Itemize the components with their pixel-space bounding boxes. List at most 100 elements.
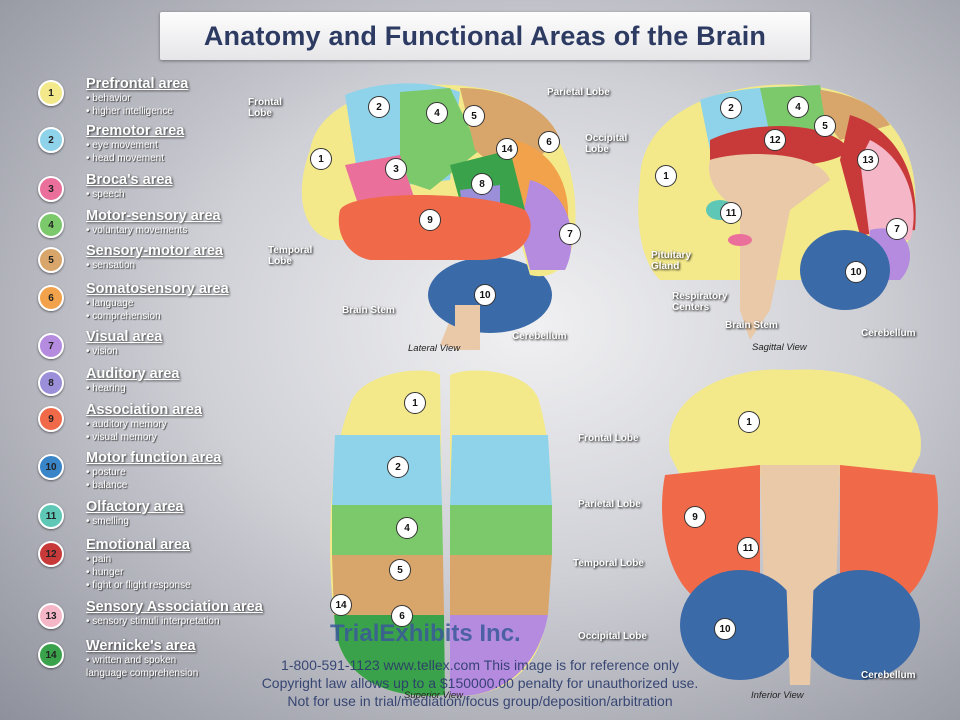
legend-item: 5 Sensory-motor area• sensation: [38, 243, 223, 273]
legend-function: • sensation: [86, 260, 136, 271]
legend-item: 3 Broca's area• speech: [38, 172, 172, 202]
marker-7: 7: [559, 223, 581, 245]
marker-2: 2: [368, 96, 390, 118]
label-sag-brain-stem: Brain Stem: [725, 320, 778, 331]
legend-function: • speech: [86, 189, 125, 200]
label-frontal-lobe: Frontal Lobe: [248, 97, 282, 119]
legend-function: • written and spoken: [86, 655, 177, 666]
legend-function: • fight or flight response: [86, 580, 191, 591]
legend-function: • visual memory: [86, 432, 157, 443]
label-sag-cerebellum: Cerebellum: [861, 328, 916, 339]
legend-area-name: Prefrontal area: [86, 76, 189, 92]
inferior-view: 1 9 10 11 Cerebellum Inferior View: [650, 365, 950, 705]
sagittal-brain-illustration: [638, 84, 916, 340]
legend-function: • hearing: [86, 383, 126, 394]
legend-function: • higher intelligence: [86, 106, 173, 117]
legend-number-badge: 4: [38, 212, 64, 238]
legend-number-badge: 12: [38, 541, 64, 567]
legend-area-name: Olfactory area: [86, 499, 184, 515]
legend-number-badge: 8: [38, 370, 64, 396]
marker-10: 10: [474, 284, 496, 306]
marker-inf-1: 1: [738, 411, 760, 433]
legend-area-name: Emotional area: [86, 537, 190, 553]
marker-sup-5: 5: [389, 559, 411, 581]
marker-sup-6: 6: [391, 605, 413, 627]
marker-14: 14: [496, 138, 518, 160]
legend-area-name: Visual area: [86, 329, 163, 345]
legend-area-name: Premotor area: [86, 123, 185, 139]
marker-inf-11: 11: [737, 537, 759, 559]
legend-area-name: Wernicke's area: [86, 638, 196, 654]
legend-area-name: Motor function area: [86, 450, 222, 466]
inferior-brain-illustration: [662, 369, 938, 685]
legend-function: • sensory stimuli interpretation: [86, 616, 220, 627]
footer-copyright: 1-800-591-1123 www.tellex.com This image…: [240, 656, 720, 710]
marker-sag-2: 2: [720, 97, 742, 119]
legend-function: • comprehension: [86, 311, 161, 322]
label-sup-temporal: Temporal Lobe: [573, 558, 644, 569]
caption-superior: Superior View: [404, 690, 463, 701]
superior-brain-illustration: [330, 370, 552, 696]
caption-sagittal: Sagittal View: [752, 342, 807, 353]
title-bar: Anatomy and Functional Areas of the Brai…: [160, 12, 810, 60]
label-inf-cerebellum: Cerebellum: [861, 670, 916, 681]
legend-number-badge: 9: [38, 406, 64, 432]
legend-function: • voluntary movements: [86, 225, 188, 236]
marker-5: 5: [463, 105, 485, 127]
marker-sag-4: 4: [787, 96, 809, 118]
label-sup-occipital: Occipital Lobe: [578, 631, 647, 642]
legend-area-name: Auditory area: [86, 366, 180, 382]
label-parietal-lobe: Parietal Lobe: [547, 87, 610, 98]
legend-area-name: Broca's area: [86, 172, 173, 188]
label-pituitary: Pituitary Gland: [651, 250, 692, 272]
legend-function: language comprehension: [86, 668, 199, 679]
marker-inf-10: 10: [714, 618, 736, 640]
marker-sup-1: 1: [404, 392, 426, 414]
legend-number-badge: 13: [38, 603, 64, 629]
marker-1: 1: [310, 148, 332, 170]
label-cerebellum: Cerebellum: [512, 331, 567, 342]
legend-function: • pain: [86, 554, 112, 565]
legend-item: 8 Auditory area• hearing: [38, 366, 179, 396]
caption-lateral: Lateral View: [408, 343, 461, 354]
legend-number-badge: 3: [38, 176, 64, 202]
legend-area-name: Association area: [86, 402, 203, 418]
marker-sag-5: 5: [814, 115, 836, 137]
label-sup-parietal: Parietal Lobe: [578, 499, 641, 510]
legend-function: • smelling: [86, 516, 129, 527]
marker-sup-4: 4: [396, 517, 418, 539]
legend-item: 10 Motor function area• posture • balance: [38, 450, 221, 492]
legend-number-badge: 5: [38, 247, 64, 273]
legend-number-badge: 6: [38, 285, 64, 311]
sagittal-view: 1 2 4 5 7 10 11 12 13 Pituitary Gland Re…: [620, 80, 950, 360]
page-title: Anatomy and Functional Areas of the Brai…: [203, 20, 767, 51]
marker-8: 8: [471, 173, 493, 195]
legend-item: 9 Association area• auditory memory • visu…: [38, 402, 202, 444]
marker-inf-9: 9: [684, 506, 706, 528]
legend-number-badge: 10: [38, 454, 64, 480]
label-temporal-lobe: Temporal Lobe: [268, 245, 313, 267]
label-sup-frontal: Frontal Lobe: [578, 433, 639, 444]
legend-function: • vision: [86, 346, 118, 357]
legend-area-name: Sensory-motor area: [86, 243, 223, 259]
legend-function: • balance: [86, 480, 128, 491]
caption-inferior: Inferior View: [751, 690, 804, 701]
marker-sup-14: 14: [330, 594, 352, 616]
legend-area-name: Somatosensory area: [86, 281, 229, 297]
footer-line: 1-800-591-1123 www.tellex.com This image…: [281, 657, 679, 673]
legend-function: • auditory memory: [86, 419, 167, 430]
legend-number-badge: 1: [38, 80, 64, 106]
marker-6: 6: [538, 131, 560, 153]
marker-sag-13: 13: [857, 149, 879, 171]
legend-function: • posture: [86, 467, 126, 478]
marker-sag-1: 1: [655, 165, 677, 187]
marker-4: 4: [426, 102, 448, 124]
